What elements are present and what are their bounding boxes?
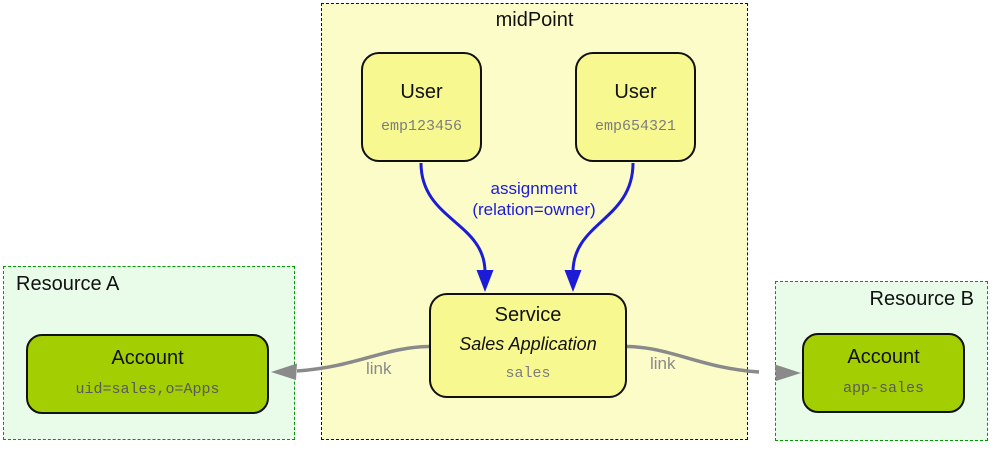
service-node-sales: Service Sales Application sales (429, 293, 627, 398)
link-edge-label-right: link (650, 354, 676, 373)
assignment-edge-label-line1: assignment (490, 179, 578, 198)
service-node-display-name: Sales Application (459, 334, 597, 354)
link-edge-label-left: link (366, 359, 392, 378)
account-node-id: uid=sales,o=Apps (75, 381, 220, 398)
account-node-type-label: Account (847, 346, 920, 368)
service-node-type-label: Service (494, 304, 562, 326)
assignment-edge-label-line2: (relation=owner) (472, 200, 596, 219)
user-node-emp123456: User emp123456 (361, 52, 482, 162)
user-node-id: emp123456 (380, 118, 462, 135)
account-node-type-label: Account (111, 347, 184, 369)
midpoint-title: midPoint (495, 9, 574, 31)
user-node-type-label: User (614, 81, 657, 103)
user-node-type-label: User (400, 81, 443, 103)
account-node-id: app-sales (842, 380, 924, 397)
resource-a-title: Resource A (16, 273, 120, 295)
account-node-resource-b: Account app-sales (802, 333, 965, 413)
user-node-id: emp654321 (594, 118, 676, 135)
user-node-emp654321: User emp654321 (575, 52, 696, 162)
service-node-id: sales (505, 365, 551, 382)
assignment-edge-label: assignment (relation=owner) (424, 178, 644, 220)
account-node-resource-a: Account uid=sales,o=Apps (26, 334, 269, 414)
resource-b-title: Resource B (869, 288, 975, 310)
